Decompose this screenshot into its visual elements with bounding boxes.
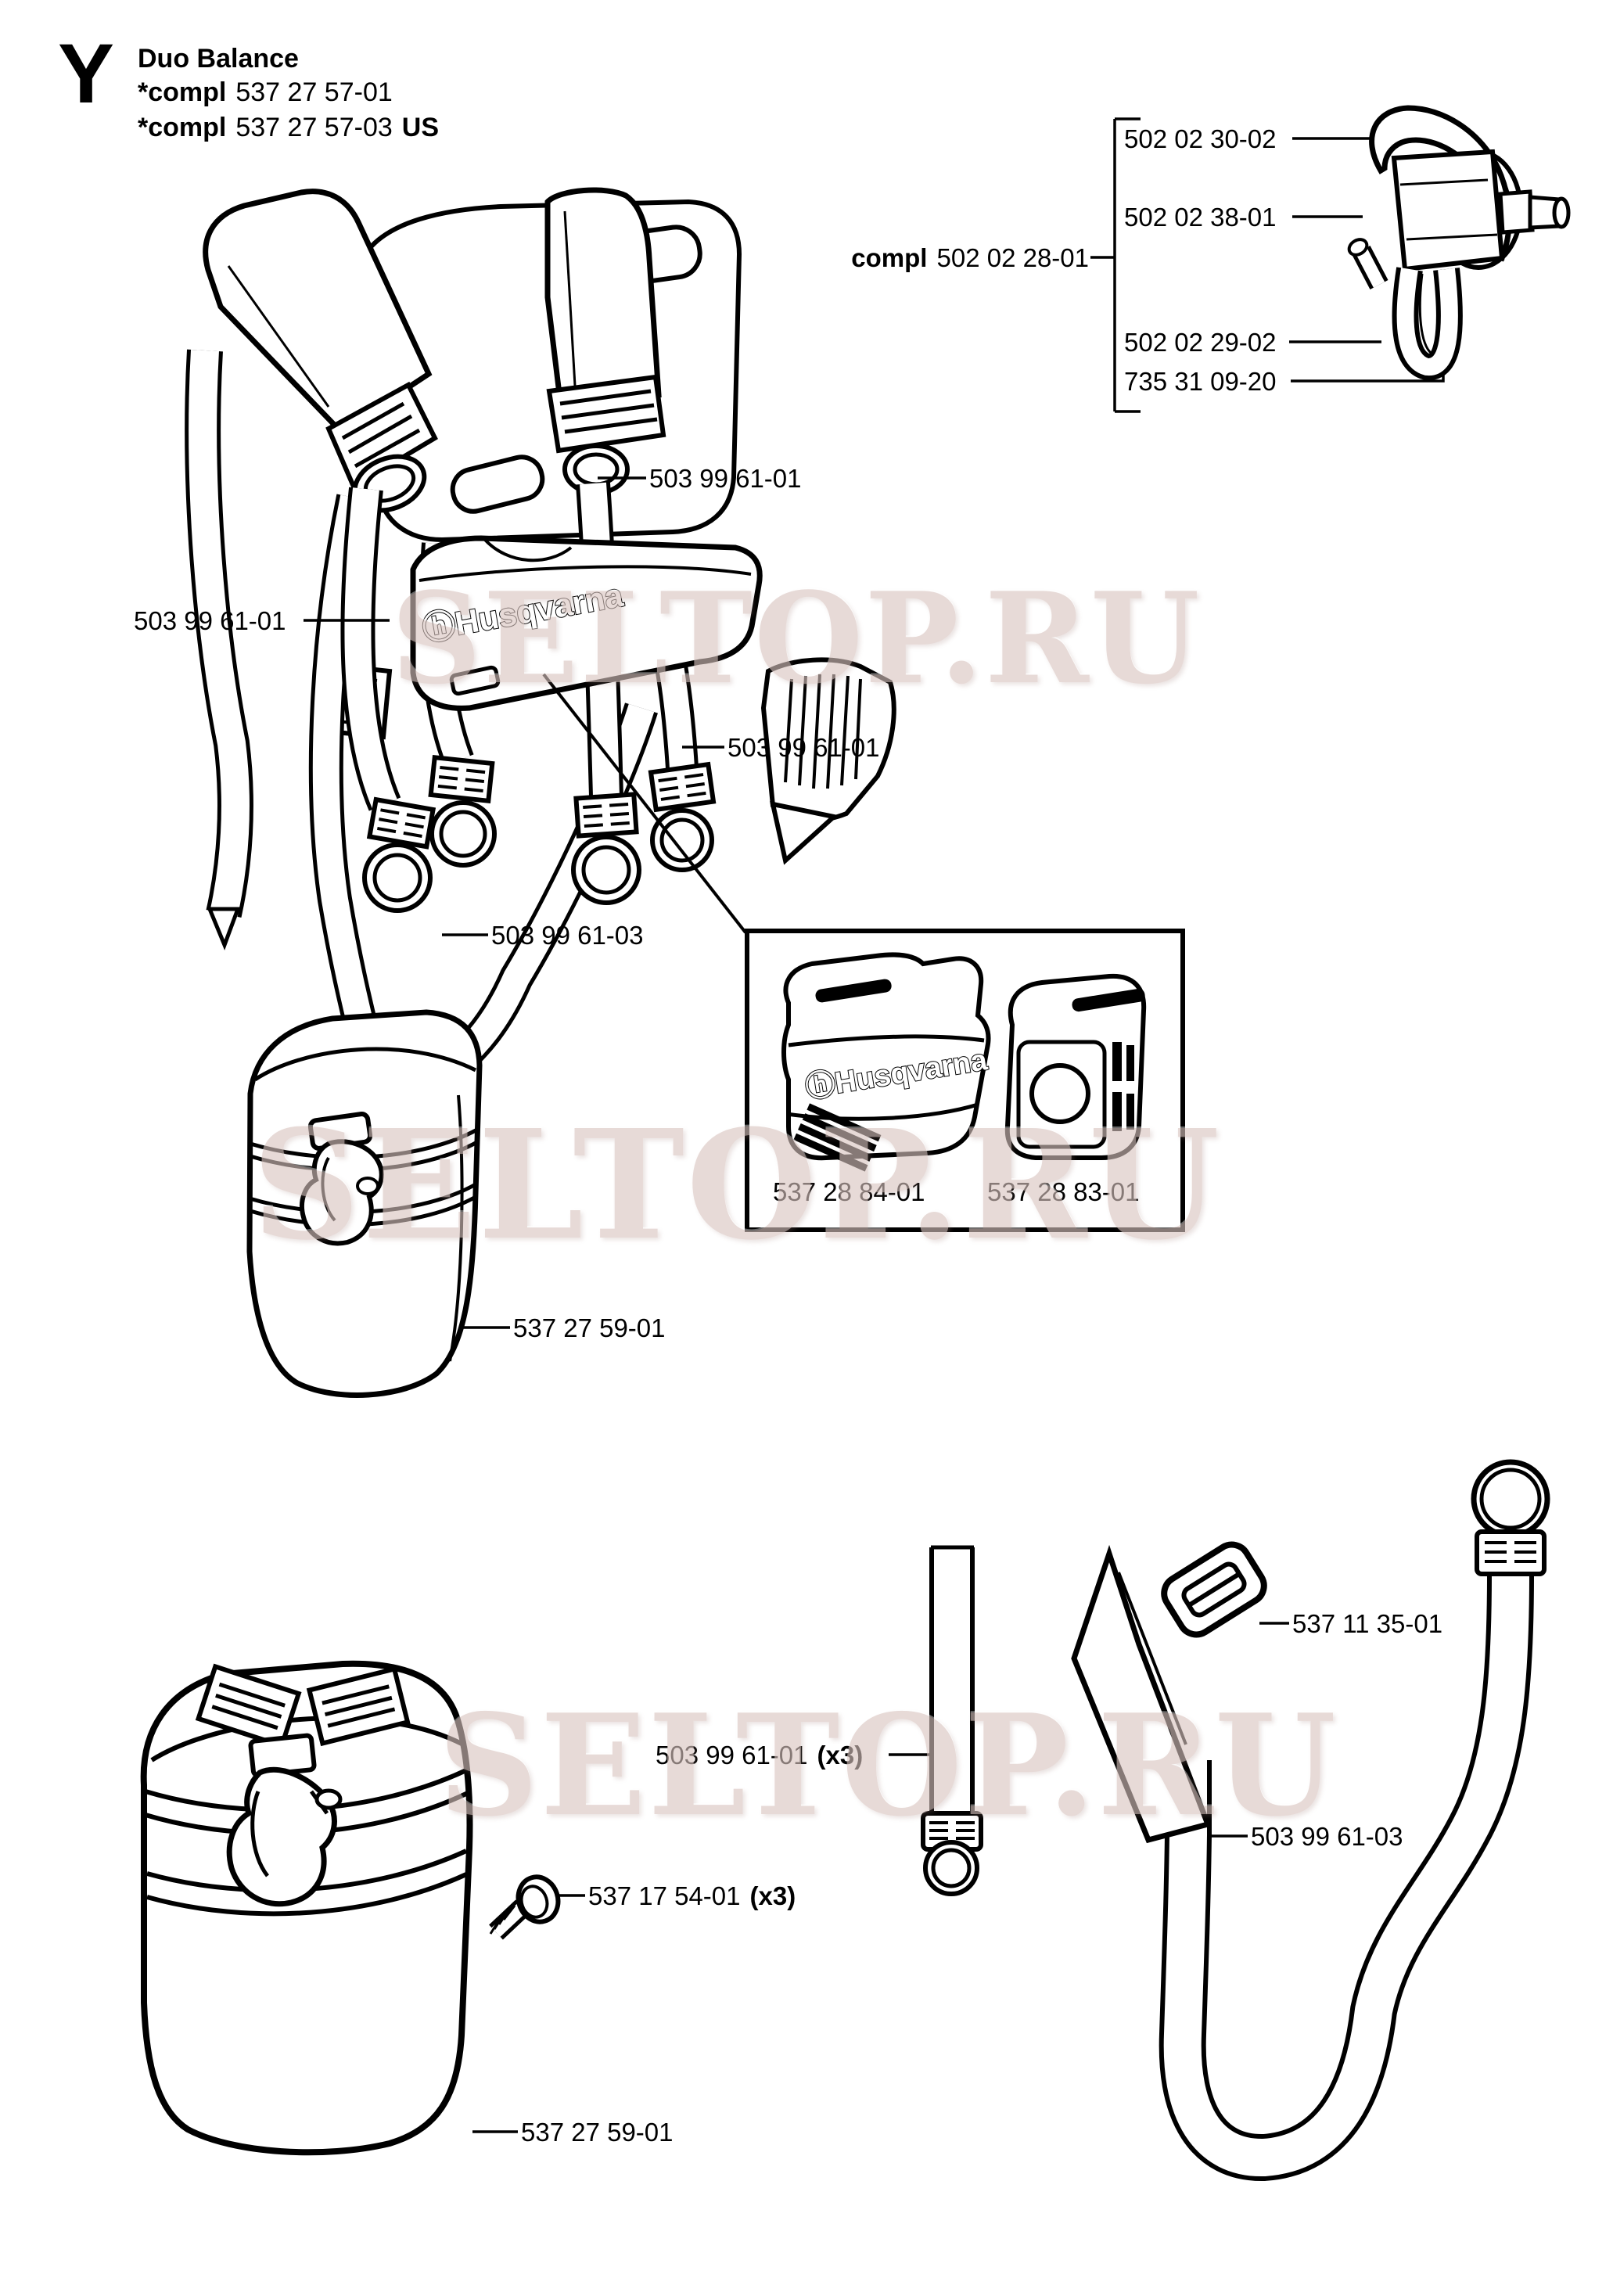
screw-drawing <box>489 1874 561 1940</box>
page-title: Duo Balance <box>138 44 299 74</box>
inset-pad-right-drawing <box>1004 973 1147 1160</box>
callout-pad-right: 537 28 83-01 <box>987 1177 1140 1206</box>
buckle-drawing <box>1161 1541 1267 1638</box>
dangling-strap-4 <box>648 663 717 872</box>
callout-hip-strap-right: 503 99 61-01 <box>727 733 880 762</box>
hook-part-drawing <box>1347 105 1571 380</box>
callout-strap-x3: 503 99 61-01(x3) <box>656 1741 864 1770</box>
hip-pad-right <box>760 657 896 865</box>
watermark-bottom: SELTOP.RU <box>438 1683 1338 1847</box>
strap-x3-drawing <box>921 1545 983 1896</box>
bag-strap-tab-left <box>195 1663 302 1749</box>
inset-pointer-line <box>542 673 747 934</box>
hook-bolt-nut <box>1498 189 1535 235</box>
assembly-callout-group <box>1090 105 1571 413</box>
watermark-top: SELTOP.RU <box>391 565 1202 712</box>
strap-long-right-drawing <box>1071 1459 1550 2181</box>
callout-part-735-31-09: 735 31 09-20 <box>1124 367 1277 396</box>
callout-part-502-02-30: 502 02 30-02 <box>1124 124 1277 153</box>
shoulder-pad-left <box>203 189 438 513</box>
dangling-strap-1 <box>340 487 436 913</box>
callout-shoulder-strap-left: 503 99 61-01 <box>134 606 286 635</box>
callout-part-502-02-29: 502 02 29-02 <box>1124 328 1277 357</box>
backplate-slot-lower <box>450 455 545 514</box>
watermark-middle: SELTOP.RU <box>252 1098 1221 1274</box>
callout-shoulder-strap-right: 503 99 61-01 <box>649 464 802 493</box>
callout-strap-long-right: 503 99 61-03 <box>1251 1822 1403 1851</box>
strap-pad-section <box>1071 1544 1212 1844</box>
long-strap-left <box>308 494 385 1058</box>
callout-bag-middle: 537 27 59-01 <box>513 1313 666 1342</box>
inset-pad-left-drawing: ⓗHusqvarna <box>781 952 991 1172</box>
bag-strap-tab-right <box>306 1665 411 1747</box>
callout-long-strap-middle: 503 99 61-03 <box>491 921 644 950</box>
bottom-bag-hook <box>226 1733 343 1907</box>
callout-buckle: 537 11 35-01 <box>1292 1609 1443 1638</box>
chest-pad-slot <box>449 665 501 696</box>
middle-bag-hook <box>300 1112 384 1246</box>
callout-bag-bottom: 537 27 59-01 <box>521 2118 674 2147</box>
section-marker: Y <box>58 26 115 120</box>
leader-lines <box>304 476 1289 2133</box>
callout-part-502-02-38: 502 02 38-01 <box>1124 203 1277 232</box>
chest-pad: ⓗHusqvarna <box>410 535 763 711</box>
bottom-bag-drawing <box>140 1660 473 2156</box>
callout-pad-left: 537 28 84-01 <box>773 1177 925 1206</box>
callout-screw: 537 17 54-01(x3) <box>588 1881 796 1910</box>
middle-bag-drawing <box>246 1009 483 1398</box>
inset-box: ⓗHusqvarna <box>745 929 1185 1232</box>
